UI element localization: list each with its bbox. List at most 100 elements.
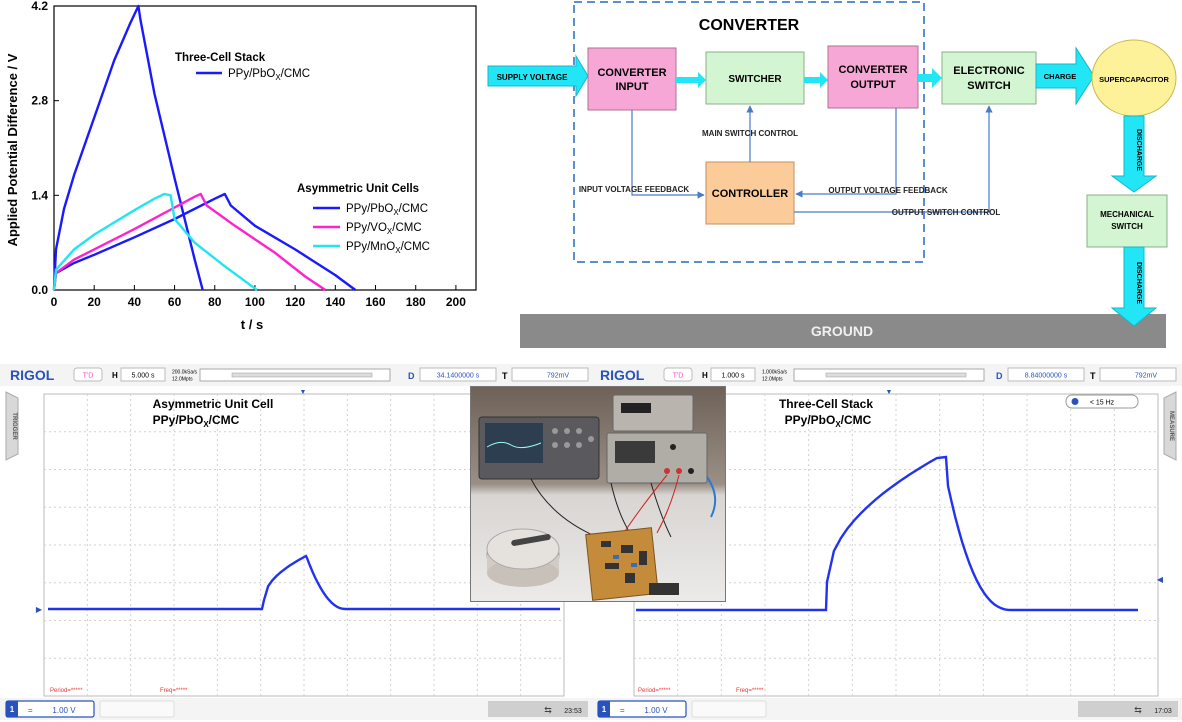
mechanical-switch-block bbox=[1086, 194, 1168, 248]
side-tab[interactable] bbox=[1163, 391, 1177, 461]
output-switch-control-line bbox=[794, 105, 993, 213]
channel-1-number: 1 bbox=[602, 705, 607, 714]
converter-output-label-2: OUTPUT bbox=[850, 79, 896, 91]
converter-title: CONVERTER bbox=[699, 17, 800, 34]
clock-time: 23:53 bbox=[564, 708, 582, 715]
y-tick-label: 1.4 bbox=[31, 188, 48, 202]
usb-icon: ⇆ bbox=[1134, 705, 1142, 715]
scope-title-2: PPy/PbOX/CMC bbox=[153, 413, 240, 429]
mode-label: T'D bbox=[673, 373, 684, 380]
period-readout: Period=***** bbox=[638, 688, 671, 694]
channel-1-coupling: = bbox=[620, 706, 625, 715]
x-tick-label: 60 bbox=[168, 295, 182, 309]
scope-brand: RIGOL bbox=[600, 367, 645, 383]
memory-depth: 12.0Mpts bbox=[762, 377, 783, 383]
electronic-switch-label-1: ELECTRONIC bbox=[953, 65, 1025, 77]
switcher-block bbox=[705, 51, 805, 105]
t-label: T bbox=[502, 371, 508, 381]
scope-title-1: Three-Cell Stack bbox=[779, 397, 873, 411]
arrow-switcher-output bbox=[804, 72, 828, 88]
discharge-arrow-2 bbox=[1110, 246, 1158, 327]
mechanical-switch-label-2: SWITCH bbox=[1111, 222, 1143, 231]
side-tab[interactable] bbox=[5, 391, 19, 461]
discharge-arrow-1 bbox=[1110, 115, 1158, 193]
delay-box bbox=[419, 367, 497, 382]
charge-arrow bbox=[1035, 46, 1095, 106]
channel-1-number: 1 bbox=[10, 705, 15, 714]
mode-label: T'D bbox=[83, 373, 94, 380]
supercapacitor-label: SUPERCAPACITOR bbox=[1099, 75, 1169, 84]
freq-badge[interactable] bbox=[1065, 394, 1139, 409]
mechanical-switch-label-1: MECHANICAL bbox=[1100, 210, 1154, 219]
memory-depth: 12.0Mpts bbox=[172, 377, 193, 383]
overview-window bbox=[825, 372, 967, 378]
x-tick-label: 20 bbox=[88, 295, 102, 309]
freq-badge-label: < 15 Hz bbox=[1090, 400, 1115, 407]
y-tick-label: 0.0 bbox=[31, 283, 48, 297]
electronic-switch-block bbox=[941, 51, 1037, 105]
converter-input-label-1: CONVERTER bbox=[597, 67, 666, 79]
x-tick-label: 80 bbox=[208, 295, 222, 309]
waveform-trace bbox=[48, 554, 560, 611]
channel-2-box[interactable] bbox=[99, 700, 175, 718]
controller-label: CONTROLLER bbox=[712, 188, 788, 200]
sample-rate: 200.0kSa/s bbox=[172, 370, 198, 376]
legend-title-asym: Asymmetric Unit Cells bbox=[297, 183, 419, 195]
channel-1-badge bbox=[6, 701, 18, 717]
freq-readout: Freq=***** bbox=[160, 688, 188, 694]
electronic-switch-label-2: SWITCH bbox=[967, 80, 1010, 92]
timebase-box bbox=[710, 367, 756, 382]
controller-block bbox=[705, 161, 795, 225]
usb-icon: ⇆ bbox=[544, 705, 552, 715]
input-voltage-feedback-line bbox=[631, 110, 705, 199]
delay-value: 8.84000000 s bbox=[1025, 373, 1068, 380]
converter-output-label-1: CONVERTER bbox=[838, 64, 907, 76]
trigger-level: 792mV bbox=[1135, 373, 1158, 380]
series-line-0 bbox=[52, 4, 204, 291]
circuit-board bbox=[585, 527, 659, 601]
series-line-1 bbox=[52, 192, 357, 291]
scope-title-2: PPy/PbOX/CMC bbox=[785, 413, 872, 429]
converter-svg: CONVERTER SUPPLY VOLTAGE CONVERTER INPUT… bbox=[487, 1, 1177, 348]
output-voltage-feedback-label: OUTPUT VOLTAGE FEEDBACK bbox=[828, 186, 947, 195]
lab-photo-illustration bbox=[471, 387, 725, 601]
channel-1-scale: 1.00 V bbox=[52, 706, 76, 715]
legend-label-vox: PPy/VOX/CMC bbox=[346, 222, 422, 236]
channel-offset-marker: ◀ bbox=[1157, 575, 1164, 584]
trigger-level: 792mV bbox=[547, 373, 570, 380]
y-axis-label: Applied Potential Difference / V bbox=[5, 53, 20, 246]
channel-1-box[interactable] bbox=[5, 700, 95, 718]
scope-brand: RIGOL bbox=[10, 367, 55, 383]
trigger-box bbox=[511, 367, 589, 382]
x-tick-label: 0 bbox=[51, 295, 58, 309]
d-label: D bbox=[996, 371, 1003, 381]
mode-badge bbox=[73, 367, 103, 382]
legend-label-mnox: PPy/MnOX/CMC bbox=[346, 241, 430, 255]
delay-box bbox=[1007, 367, 1085, 382]
period-readout: Period=***** bbox=[50, 688, 83, 694]
lab-setup-photo bbox=[470, 386, 726, 602]
h-label: H bbox=[702, 371, 708, 380]
switcher-label: SWITCHER bbox=[728, 74, 782, 85]
side-tab-label: MEASURE bbox=[1168, 411, 1174, 441]
ground-bar bbox=[520, 314, 1166, 348]
channel-1-box[interactable] bbox=[597, 700, 687, 718]
charge-label: CHARGE bbox=[1044, 72, 1077, 81]
channel-1-coupling: = bbox=[28, 706, 33, 715]
discharge-label-1: DISCHARGE bbox=[1135, 129, 1142, 171]
channel-2-box[interactable] bbox=[691, 700, 767, 718]
mode-badge bbox=[663, 367, 693, 382]
x-tick-label: 180 bbox=[406, 295, 426, 309]
delay-value: 34.1400000 s bbox=[437, 373, 480, 380]
channel-offset-marker: ▶ bbox=[36, 605, 43, 614]
input-voltage-feedback-label: INPUT VOLTAGE FEEDBACK bbox=[579, 185, 690, 194]
freq-readout: Freq=***** bbox=[736, 688, 764, 694]
timebase-value: 1.000 s bbox=[722, 373, 745, 380]
waveform-trace bbox=[636, 455, 1138, 612]
x-tick-label: 120 bbox=[285, 295, 305, 309]
trigger-marker: ▼ bbox=[300, 389, 307, 396]
converter-diagram: CONVERTER SUPPLY VOLTAGE CONVERTER INPUT… bbox=[484, 0, 1182, 352]
ground-label: GROUND bbox=[811, 323, 873, 339]
